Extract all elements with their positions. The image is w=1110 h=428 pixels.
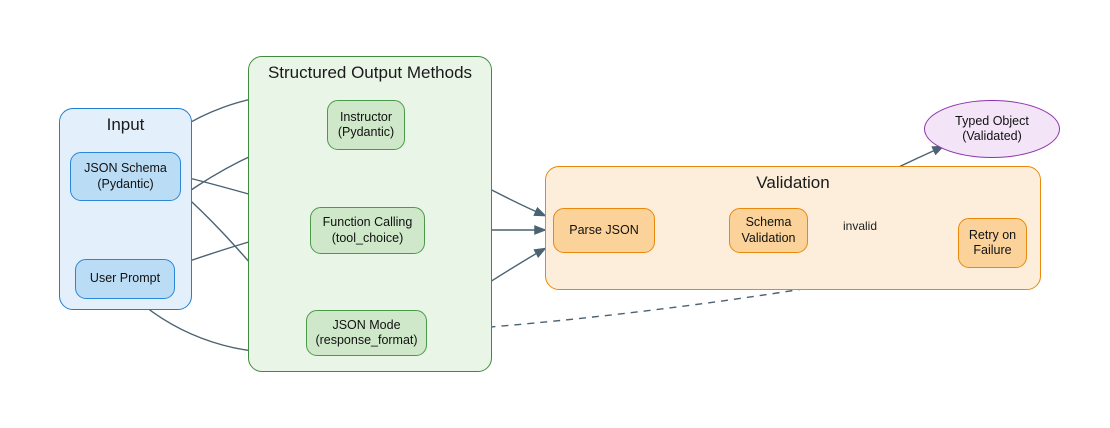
cluster-input-title: Input bbox=[106, 115, 145, 134]
node-schema-validation[interactable]: Schema Validation bbox=[729, 208, 808, 253]
node-json-mode[interactable]: JSON Mode (response_format) bbox=[306, 310, 427, 356]
node-user-prompt[interactable]: User Prompt bbox=[75, 259, 175, 299]
node-typed-object-line2: (Validated) bbox=[962, 129, 1022, 143]
node-retry-on-failure-line2: Failure bbox=[973, 243, 1012, 257]
node-json-schema-line2: (Pydantic) bbox=[97, 176, 154, 191]
cluster-validation-title: Validation bbox=[756, 173, 830, 192]
node-function-calling-line1: Function Calling bbox=[322, 215, 413, 230]
node-instructor-line2: (Pydantic) bbox=[337, 125, 395, 139]
node-user-prompt-line1: User Prompt bbox=[89, 271, 161, 286]
node-json-mode-line2: (response_format) bbox=[315, 333, 418, 347]
node-retry-on-failure-line1: Retry on bbox=[968, 227, 1017, 242]
node-json-schema-line1: JSON Schema bbox=[84, 161, 167, 176]
node-parse-json[interactable]: Parse JSON bbox=[553, 208, 655, 253]
node-instructor[interactable]: Instructor (Pydantic) bbox=[327, 100, 405, 150]
cluster-methods-title: Structured Output Methods bbox=[267, 63, 473, 82]
node-schema-validation-line2: Validation bbox=[741, 230, 796, 245]
node-json-schema[interactable]: JSON Schema (Pydantic) bbox=[70, 152, 181, 201]
node-typed-object-line1: Typed Object bbox=[955, 113, 1029, 128]
node-instructor-line1: Instructor bbox=[339, 109, 393, 124]
node-function-calling-line2: (tool_choice) bbox=[331, 230, 404, 245]
node-schema-validation-line1: Schema bbox=[745, 215, 792, 230]
node-typed-object[interactable]: Typed Object (Validated) bbox=[924, 100, 1060, 158]
node-retry-on-failure[interactable]: Retry on Failure bbox=[958, 218, 1027, 268]
node-parse-json-line1: Parse JSON bbox=[569, 222, 639, 237]
node-function-calling[interactable]: Function Calling (tool_choice) bbox=[310, 207, 425, 254]
edge-label-invalid: invalid bbox=[843, 219, 878, 233]
node-json-mode-line1: JSON Mode bbox=[332, 317, 401, 332]
